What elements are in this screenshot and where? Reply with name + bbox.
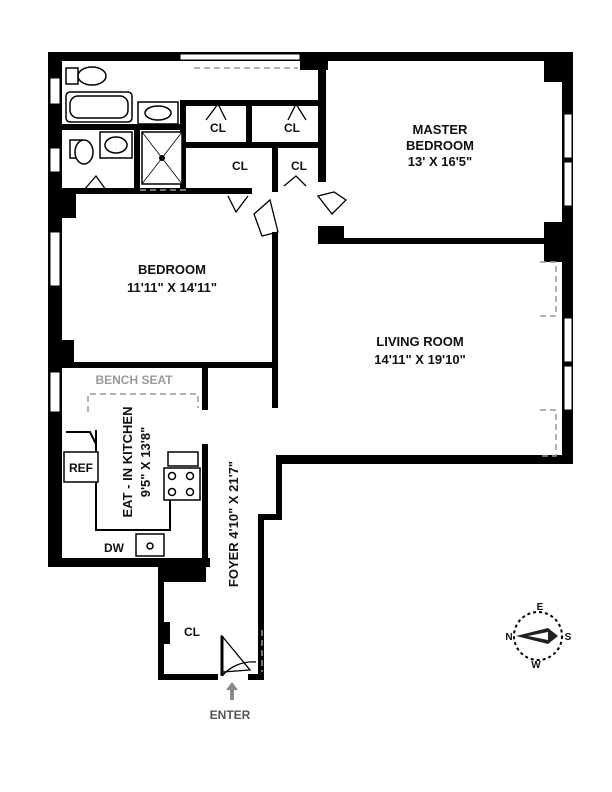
fixture-labels: BENCH SEAT REF DW bbox=[69, 373, 173, 555]
foyer-label: FOYER 4'10" X 21'7" bbox=[226, 461, 241, 587]
stove-icon bbox=[163, 451, 201, 501]
kitchen-size: 9'5" X 13'8" bbox=[138, 427, 153, 498]
compass-west-label: W bbox=[531, 660, 541, 671]
entry-arrow-icon bbox=[226, 682, 238, 700]
dishwasher-label: DW bbox=[104, 541, 125, 555]
compass-icon bbox=[513, 611, 563, 661]
doors bbox=[83, 102, 348, 677]
refrigerator-icon bbox=[63, 431, 99, 483]
closet-label: CL bbox=[210, 121, 226, 135]
windows bbox=[49, 53, 573, 413]
master-bedroom-size: 13' X 16'5" bbox=[408, 154, 472, 169]
master-bedroom-label: BEDROOM bbox=[406, 138, 474, 153]
sink-icon bbox=[99, 131, 133, 159]
closet-labels: CL CL CL CL CL bbox=[184, 121, 307, 639]
toilet-icon bbox=[69, 139, 94, 165]
kitchen-label: EAT - IN KITCHEN bbox=[120, 407, 135, 518]
sink-icon bbox=[137, 101, 179, 125]
closet-label: CL bbox=[284, 121, 300, 135]
enter-label: ENTER bbox=[210, 708, 251, 722]
compass-east-label: E bbox=[537, 602, 544, 613]
toilet-icon bbox=[65, 66, 107, 86]
kitchen-fixtures bbox=[63, 430, 201, 557]
closet-label: CL bbox=[232, 159, 248, 173]
interior-walls bbox=[48, 52, 573, 644]
compass-north-label: N bbox=[505, 632, 512, 643]
compass-south-label: S bbox=[565, 632, 572, 643]
closet-label: CL bbox=[184, 625, 200, 639]
bench-seat-label: BENCH SEAT bbox=[95, 373, 173, 387]
kitchen-sink-icon bbox=[135, 533, 165, 557]
living-room-size: 14'11" X 19'10" bbox=[374, 352, 466, 367]
master-bedroom-label: MASTER bbox=[413, 122, 469, 137]
bath-fixtures bbox=[65, 66, 183, 185]
bathtub-icon bbox=[65, 91, 133, 123]
dashed-outlines bbox=[87, 67, 557, 672]
room-labels: MASTER BEDROOM 13' X 16'5" BEDROOM 11'11… bbox=[120, 122, 474, 587]
shower-icon bbox=[141, 131, 183, 185]
living-room-label: LIVING ROOM bbox=[376, 334, 463, 349]
bedroom-size: 11'11" X 14'11" bbox=[127, 280, 217, 295]
compass-labels: N S E W bbox=[505, 602, 571, 671]
closet-label: CL bbox=[291, 159, 307, 173]
bedroom-label: BEDROOM bbox=[138, 262, 206, 277]
refrigerator-label: REF bbox=[69, 461, 93, 475]
